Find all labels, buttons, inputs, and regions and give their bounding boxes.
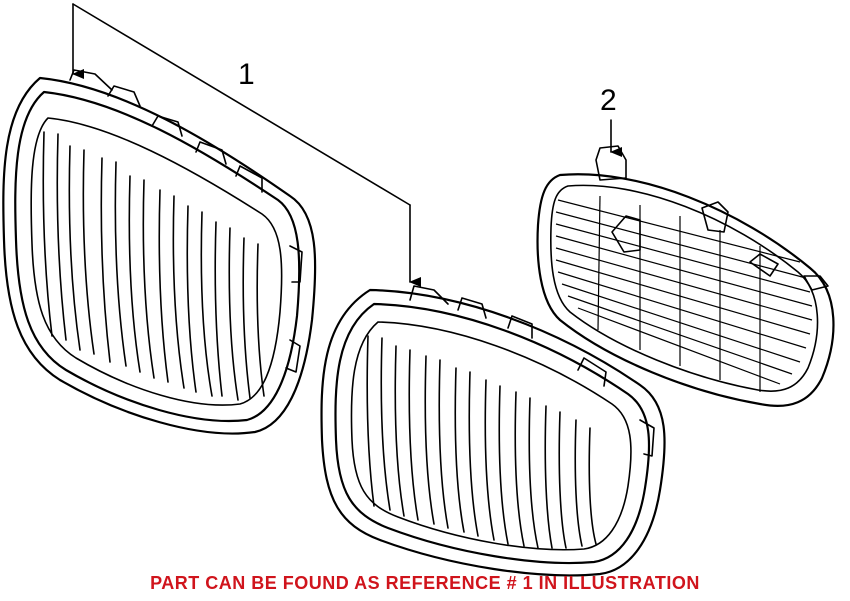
callout-number-2: 2	[600, 84, 617, 117]
kidney-grille-right	[320, 285, 666, 577]
kidney-grille-left	[2, 69, 317, 435]
leader-lines-part-1	[72, 3, 421, 287]
callout-number-1: 1	[238, 58, 255, 91]
reference-caption: PART CAN BE FOUND AS REFERENCE # 1 IN IL…	[150, 573, 700, 593]
grille-carrier	[536, 145, 835, 408]
